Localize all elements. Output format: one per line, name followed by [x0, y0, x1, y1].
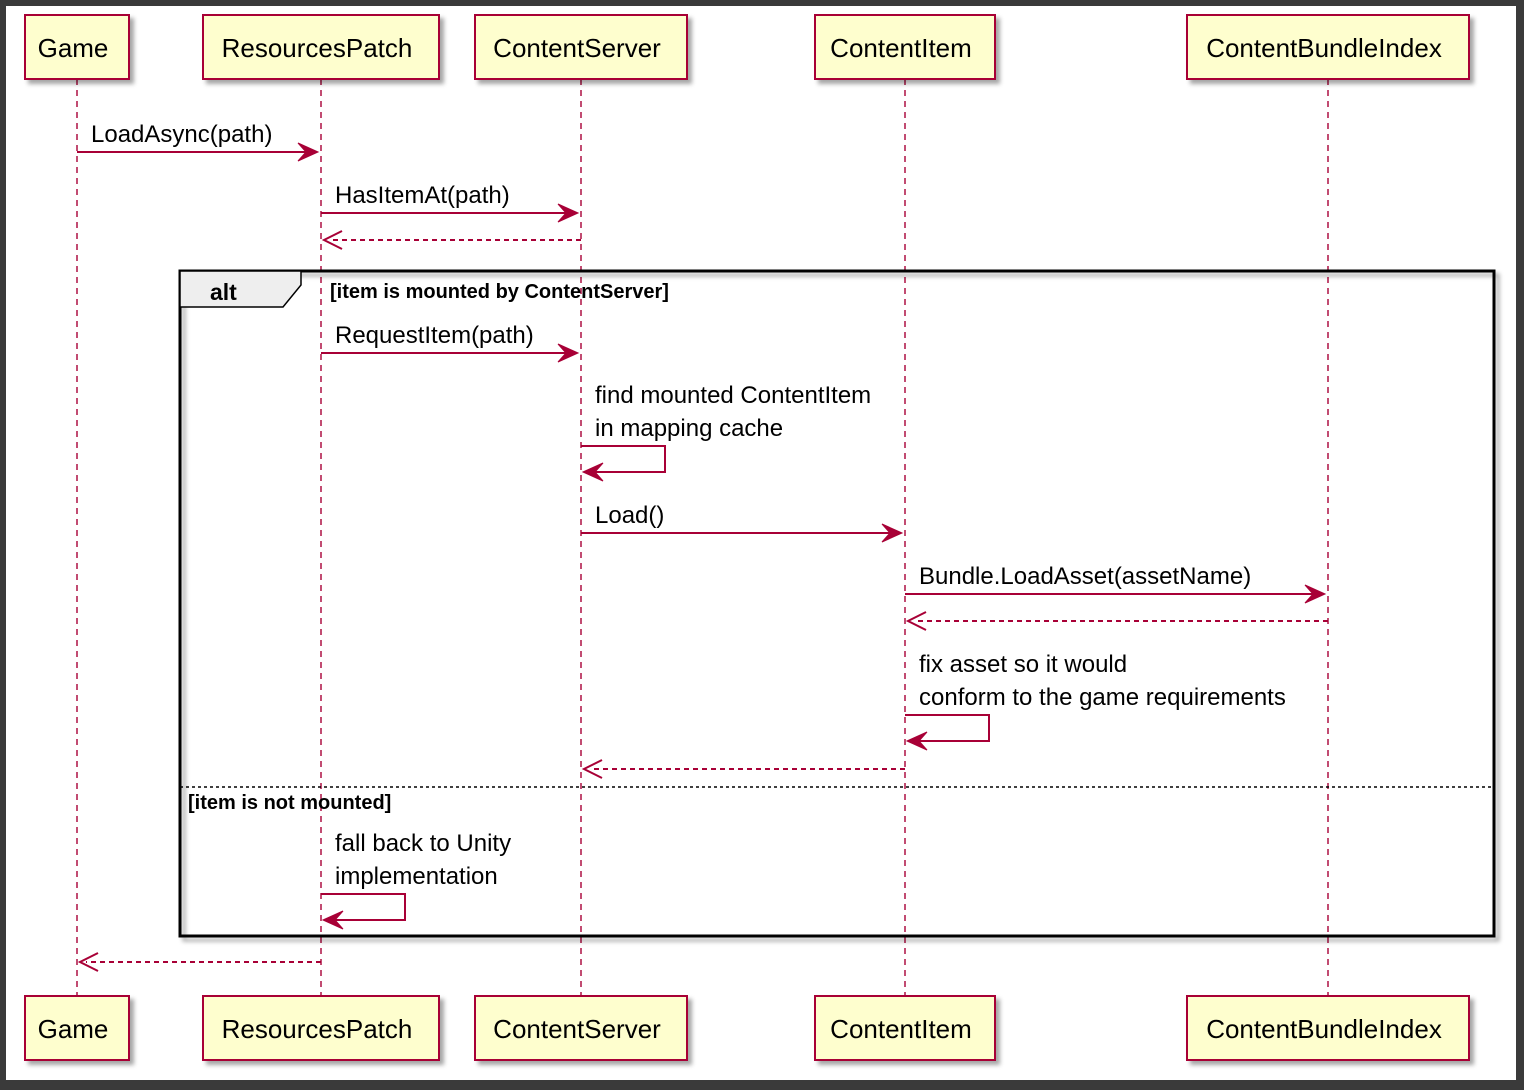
- participants-bottom: Game ResourcesPatch ContentServer ContentIt…: [24, 995, 1470, 1061]
- fragment-keyword: alt: [210, 279, 237, 305]
- diagram-background: [6, 6, 1516, 1080]
- message-8-return: [905, 611, 1328, 631]
- message-2-call: HasItemAt(path): [321, 182, 580, 223]
- fragment-condition-1: [item is mounted by ContentServer]: [330, 281, 669, 303]
- message-label: Bundle.LoadAsset(assetName): [919, 563, 1251, 590]
- participant-label: ResourcesPatch: [222, 33, 413, 63]
- message-4-call: RequestItem(path): [321, 322, 580, 363]
- arrowhead: [581, 462, 604, 482]
- arrowhead: [321, 230, 343, 250]
- participant-box: [24, 14, 130, 80]
- message-label: LoadAsync(path): [91, 121, 272, 148]
- participant-box: [24, 995, 130, 1061]
- message-1-call: LoadAsync(path): [77, 121, 320, 162]
- arrowhead: [557, 343, 580, 363]
- participant-box: [1186, 14, 1470, 80]
- participant-resources-patch-bottom: ResourcesPatch: [202, 995, 440, 1061]
- participant-label: ContentServer: [493, 33, 661, 63]
- message-label: in mapping cache: [595, 415, 783, 442]
- fragment-tab: [179, 270, 302, 308]
- message-3-return: [321, 230, 581, 250]
- alt-fragment: alt [item is mounted by ContentServer] [it…: [178, 269, 1496, 938]
- participant-box: [814, 14, 996, 80]
- participant-box: [1186, 995, 1470, 1061]
- message-label: Load(): [595, 502, 664, 529]
- arrowhead: [1304, 584, 1327, 604]
- participant-label: ContentItem: [830, 33, 972, 63]
- fragment-frame: [178, 269, 1496, 938]
- arrowhead: [321, 910, 344, 930]
- participant-content-bundle-index-top: ContentBundleIndex: [1186, 14, 1470, 80]
- participant-box: [202, 14, 440, 80]
- participant-label: Game: [38, 1014, 109, 1044]
- message-6-call: Load(): [581, 502, 904, 543]
- participant-label: ContentServer: [493, 1014, 661, 1044]
- participant-content-server-top: ContentServer: [474, 14, 688, 80]
- participant-box: [474, 995, 688, 1061]
- self-call-line: [321, 893, 406, 921]
- message-label: implementation: [335, 863, 498, 890]
- participant-label: ContentBundleIndex: [1206, 1014, 1442, 1044]
- participant-content-item-bottom: ContentItem: [814, 995, 996, 1061]
- self-call-line: [905, 714, 990, 742]
- message-label: fall back to Unity: [335, 830, 511, 857]
- participant-label: Game: [38, 33, 109, 63]
- participant-label: ContentBundleIndex: [1206, 33, 1442, 63]
- message-label: RequestItem(path): [335, 322, 534, 349]
- arrowhead: [881, 523, 904, 543]
- arrowhead: [581, 759, 603, 779]
- participant-resources-patch-top: ResourcesPatch: [202, 14, 440, 80]
- arrowhead: [297, 142, 320, 162]
- participant-box: [474, 14, 688, 80]
- message-7-call: Bundle.LoadAsset(assetName): [905, 563, 1327, 604]
- message-5-self: find mounted ContentItem in mapping cache: [581, 382, 871, 482]
- lifelines: [76, 79, 1329, 996]
- participant-label: ResourcesPatch: [222, 1014, 413, 1044]
- participant-content-bundle-index-bottom: ContentBundleIndex: [1186, 995, 1470, 1061]
- message-label: find mounted ContentItem: [595, 382, 871, 409]
- arrowhead: [905, 731, 928, 751]
- message-11-self: fall back to Unity implementation: [321, 830, 511, 930]
- participant-box: [202, 995, 440, 1061]
- participant-game-top: Game: [24, 14, 130, 80]
- arrowhead: [77, 952, 99, 972]
- message-label: fix asset so it would: [919, 651, 1127, 678]
- message-9-self: fix asset so it would conform to the game…: [905, 651, 1286, 751]
- participant-label: ContentItem: [830, 1014, 972, 1044]
- arrowhead: [557, 203, 580, 223]
- message-10-return: [581, 759, 905, 779]
- fragment-condition-2: [item is not mounted]: [188, 792, 391, 814]
- participant-content-item-top: ContentItem: [814, 14, 996, 80]
- messages: LoadAsync(path) HasItemAt(path) RequestIte…: [77, 121, 1328, 972]
- participant-game-bottom: Game: [24, 995, 130, 1061]
- participant-box: [814, 995, 996, 1061]
- self-call-line: [581, 445, 666, 473]
- arrowhead: [905, 611, 927, 631]
- message-12-return: [77, 952, 321, 972]
- participants-top: Game ResourcesPatch ContentServer ContentIt…: [24, 14, 1470, 80]
- message-label: conform to the game requirements: [919, 684, 1286, 711]
- participant-content-server-bottom: ContentServer: [474, 995, 688, 1061]
- message-label: HasItemAt(path): [335, 182, 510, 209]
